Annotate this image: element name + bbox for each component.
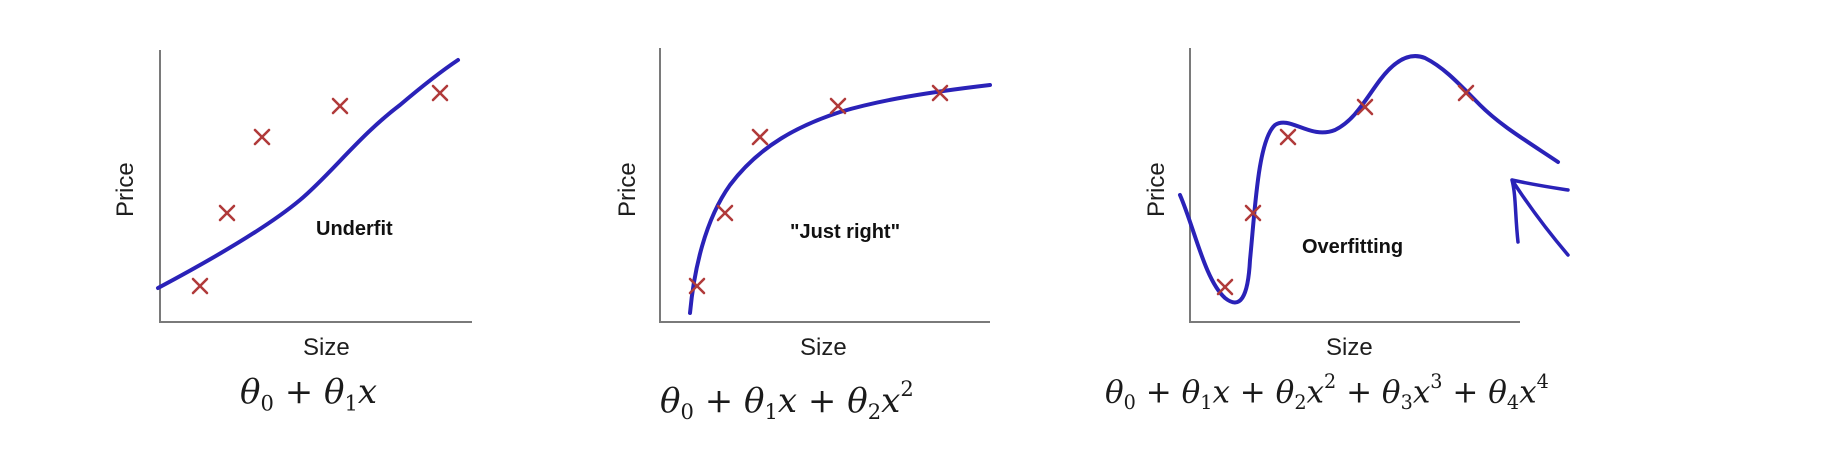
data-point <box>1356 98 1374 116</box>
data-point <box>431 84 449 102</box>
formula-exponent: 4 <box>1536 370 1549 393</box>
formula-symbol: x <box>777 380 798 421</box>
y-axis-label: Price <box>1143 162 1170 217</box>
formula-operator: + <box>1442 374 1489 411</box>
axes <box>1189 48 1520 323</box>
fit-curve <box>688 83 992 315</box>
formula-subscript: 0 <box>260 390 274 416</box>
data-point <box>331 97 349 115</box>
formula-symbol: x <box>1306 374 1325 411</box>
formula-operator: + <box>693 380 745 421</box>
formula-symbol: θ <box>1381 374 1401 411</box>
formula-subscript: 4 <box>1506 391 1520 415</box>
formula-symbol: θ <box>324 372 345 412</box>
formula-symbol: θ <box>1181 374 1201 411</box>
formula-subscript: 1 <box>344 390 358 416</box>
formula-subscript: 1 <box>1200 391 1213 415</box>
formula-symbol: θ <box>240 372 261 412</box>
formula-symbol: x <box>1519 374 1537 411</box>
model-formula: θ0 + θ1x <box>240 372 377 415</box>
formula-subscript: 0 <box>680 399 694 425</box>
fit-curve <box>156 58 460 290</box>
data-point <box>716 204 734 222</box>
formula-operator: + <box>1336 374 1382 411</box>
formula-symbol: θ <box>1488 374 1507 411</box>
axes <box>159 50 472 323</box>
model-formula: θ0 + θ1x + θ2x2 + θ3x3 + θ4x4 <box>1105 370 1549 414</box>
data-point <box>218 204 236 222</box>
x-axis-label: Size <box>303 334 350 361</box>
formula-subscript: 3 <box>1400 391 1413 415</box>
formula-exponent: 2 <box>1324 370 1337 393</box>
formula-exponent: 3 <box>1430 370 1443 393</box>
fit-annotation: Underfit <box>316 218 393 240</box>
formula-symbol: x <box>881 380 901 421</box>
x-axis-label: Size <box>1326 334 1373 361</box>
x-axis-label: Size <box>800 334 847 361</box>
formula-subscript: 2 <box>1294 391 1307 415</box>
formula-symbol: x <box>1212 374 1230 411</box>
model-formula: θ0 + θ1x + θ2x2 <box>660 376 914 424</box>
formula-operator: + <box>273 372 325 412</box>
data-point <box>751 128 769 146</box>
data-point <box>253 128 271 146</box>
data-point <box>1457 84 1475 102</box>
formula-symbol: θ <box>660 380 681 421</box>
formula-operator: + <box>1229 374 1276 411</box>
formula-symbol: θ <box>847 380 868 421</box>
data-point <box>931 84 949 102</box>
formula-symbol: θ <box>1275 374 1295 411</box>
formula-subscript: 2 <box>867 399 882 425</box>
formula-exponent: 2 <box>900 376 914 401</box>
data-point <box>1216 278 1234 296</box>
axes <box>659 48 990 323</box>
formula-symbol: θ <box>744 380 765 421</box>
fit-annotation: Overfitting <box>1302 236 1404 258</box>
formula-symbol: x <box>1412 374 1431 411</box>
data-point <box>191 277 209 295</box>
fit-curve <box>1178 54 1560 305</box>
data-point <box>1244 204 1262 222</box>
data-point <box>1279 128 1297 146</box>
formula-operator: + <box>797 380 848 421</box>
formula-subscript: 1 <box>764 399 778 425</box>
data-point <box>688 277 706 295</box>
hand-drawn-arrow-icon <box>1510 178 1570 257</box>
formula-symbol: x <box>357 372 378 412</box>
data-point <box>829 97 847 115</box>
formula-symbol: θ <box>1105 374 1124 411</box>
formula-subscript: 0 <box>1123 391 1136 415</box>
formula-operator: + <box>1135 374 1182 411</box>
fit-annotation: "Just right" <box>790 221 901 243</box>
